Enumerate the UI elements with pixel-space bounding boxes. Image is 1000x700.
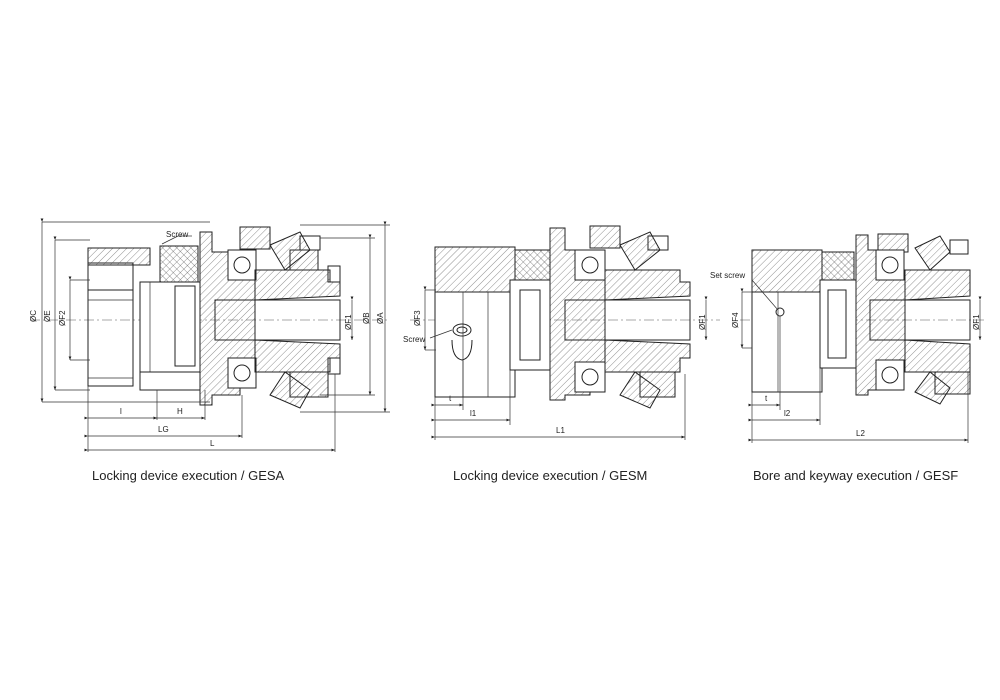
caption-gesf: Bore and keyway execution / GESF	[753, 468, 958, 483]
spring-element-top	[619, 231, 661, 271]
dim-B: ØB	[362, 312, 371, 324]
dim-F1: ØF1	[972, 314, 981, 330]
caption-gesm: Locking device execution / GESM	[453, 468, 647, 483]
screw-label: Screw	[403, 335, 425, 344]
gesa-drawing: Screw ØC ØE ØF2 ØF1 ØB ØA l H	[29, 218, 390, 483]
keyway-hub-top	[751, 249, 823, 293]
gesm-drawing: Screw ØF3 ØF1 t l1 L1 Locking device exe…	[403, 225, 720, 483]
dim-A: ØA	[376, 312, 385, 324]
dim-F2: ØF2	[58, 310, 67, 326]
spring-element-top	[914, 235, 951, 271]
dim-C: ØC	[29, 310, 38, 322]
hub-upper	[87, 262, 134, 291]
dim-L: L	[210, 439, 215, 448]
dim-l1: l1	[470, 409, 477, 418]
spring-element-top	[269, 231, 311, 271]
set-screw-label: Set screw	[710, 271, 745, 280]
screw-label: Screw	[166, 230, 188, 239]
dim-L1: L1	[556, 426, 565, 435]
locking-ring	[139, 281, 201, 373]
dim-F1: ØF1	[344, 314, 353, 330]
dim-L2: L2	[856, 429, 865, 438]
dim-t: t	[765, 394, 768, 403]
dim-F3: ØF3	[413, 310, 422, 326]
locking-ring-top	[159, 245, 199, 285]
bore	[869, 299, 971, 341]
clamp-hub	[434, 291, 516, 398]
dim-F4: ØF4	[731, 312, 740, 328]
hub-hatched-top	[87, 247, 151, 266]
clamp-hub-top	[434, 246, 516, 293]
dim-l2: l2	[784, 409, 791, 418]
dim-t: t	[449, 394, 452, 403]
caption-gesa: Locking device execution / GESA	[92, 468, 285, 483]
dim-H: H	[177, 407, 183, 416]
bearing-ball-bottom	[233, 364, 251, 382]
hub-body	[87, 289, 134, 387]
keyway-hub	[751, 291, 823, 393]
bore	[214, 299, 341, 341]
bore	[564, 299, 691, 341]
dim-E: ØE	[43, 310, 52, 322]
dim-F1: ØF1	[698, 314, 707, 330]
dim-l: l	[120, 407, 122, 416]
dim-LG: LG	[158, 425, 169, 434]
gesf-drawing: Set screw ØF4 ØF1 t l2 L2 Bore and keywa…	[710, 233, 985, 483]
clamp-screw-head	[452, 323, 472, 337]
bearing-ball-top	[233, 256, 251, 274]
